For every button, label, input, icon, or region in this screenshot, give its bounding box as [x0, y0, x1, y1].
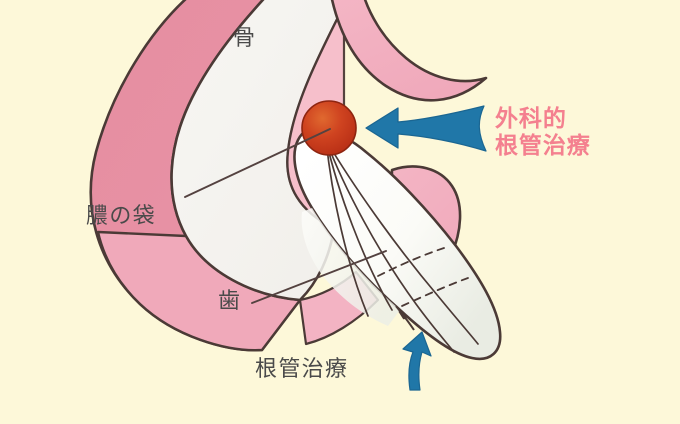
tooth [293, 126, 502, 361]
gum-flap-upper-right [330, 0, 488, 102]
abscess-sphere [301, 100, 357, 156]
rct-arrow [402, 331, 432, 391]
label-bone: 骨 [233, 26, 257, 51]
label-pus-sac: 膿の袋 [86, 204, 156, 229]
abscess-circle [301, 100, 357, 156]
leader-lines [184, 128, 387, 304]
label-surgical-root-canal-treatment: 外科的 根管治療 [495, 106, 591, 160]
pus-sac-leader-line [184, 128, 331, 198]
surgical-label-line1: 外科的 [495, 106, 567, 132]
label-tooth: 歯 [218, 289, 242, 314]
label-root-canal-treatment: 根管治療 [255, 357, 349, 382]
tooth-leader-line [251, 250, 387, 304]
surgical-arrow [365, 105, 487, 152]
surgical-label-line2: 根管治療 [495, 133, 591, 160]
crown-notch [395, 305, 415, 331]
root-canal-lines [325, 139, 479, 353]
cej-dashed-lines [377, 247, 469, 307]
